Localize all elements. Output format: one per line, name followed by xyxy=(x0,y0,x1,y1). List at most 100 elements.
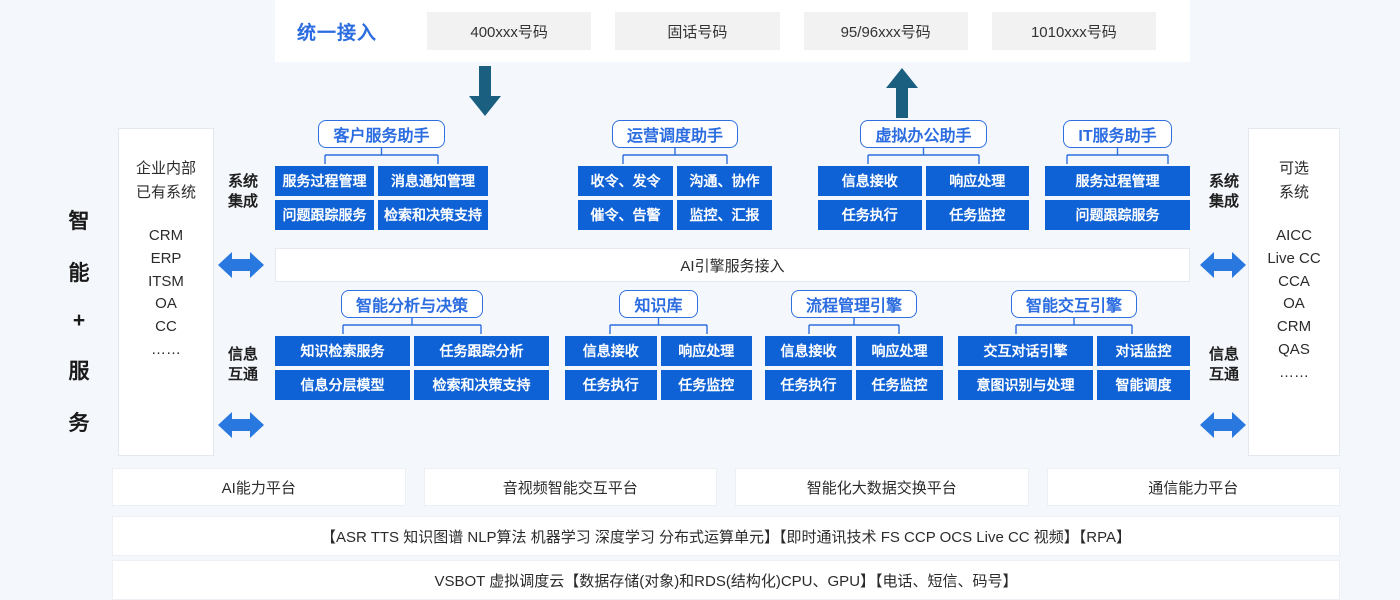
engine-column-0-1: 任务跟踪分析 检索和决策支持 xyxy=(414,336,549,400)
engine-column-3-0: 交互对话引擎 意图识别与处理 xyxy=(958,336,1093,400)
engine-column-3-1: 对话监控 智能调度 xyxy=(1096,336,1190,400)
brace-connector-icon xyxy=(565,318,752,336)
cell[interactable]: 任务跟踪分析 xyxy=(414,336,549,366)
arrow-down-icon xyxy=(467,66,503,118)
list-item: QAS xyxy=(1278,340,1310,358)
cell[interactable]: 知识检索服务 xyxy=(275,336,410,366)
list-item: CC xyxy=(155,318,177,336)
technology-stack-strip: 【ASR TTS 知识图谱 NLP算法 机器学习 深度学习 分布式运算单元】【即… xyxy=(112,516,1340,556)
assistant-title-2[interactable]: 虚拟办公助手 xyxy=(860,120,987,148)
cell[interactable]: 收令、发令 xyxy=(578,166,673,196)
infrastructure-strip: VSBOT 虚拟调度云【数据存储(对象)和RDS(结构化)CPU、GPU】【电话… xyxy=(112,560,1340,600)
cell[interactable]: 任务执行 xyxy=(565,370,657,400)
arrow-bidirectional-icon xyxy=(1200,408,1246,442)
assistant-group-1: 运营调度助手 收令、发令 催令、告警 沟通、协作 监控、汇报 xyxy=(578,120,772,230)
engine-title-3[interactable]: 智能交互引擎 xyxy=(1010,290,1137,318)
left-systems-heading-line2: 已有系统 xyxy=(135,184,196,201)
engine-title-1[interactable]: 知识库 xyxy=(619,290,698,318)
cell[interactable]: 消息通知管理 xyxy=(378,166,488,196)
assistant-column-2-0: 信息接收 任务执行 xyxy=(818,166,922,230)
engine-group-1: 知识库 信息接收 任务执行 响应处理 任务监控 xyxy=(565,290,752,400)
engine-cells-2: 信息接收 任务执行 响应处理 任务监控 xyxy=(765,336,943,400)
engine-column-2-1: 响应处理 任务监控 xyxy=(856,336,943,400)
arrow-bidirectional-icon xyxy=(218,248,264,282)
cell[interactable]: 任务监控 xyxy=(856,370,943,400)
left-systems-heading: 企业内部 已有系统 xyxy=(136,157,196,205)
system-integration-label-right: 系统 集成 xyxy=(1203,172,1245,213)
assistant-title-0[interactable]: 客户服务助手 xyxy=(318,120,445,148)
platform-item[interactable]: 通信能力平台 xyxy=(1046,468,1340,506)
right-systems-heading: 可选 系统 xyxy=(1279,157,1309,205)
vertical-title-char-2: + xyxy=(72,309,86,332)
cell[interactable]: 信息接收 xyxy=(818,166,922,196)
right-systems-heading-line2: 系统 xyxy=(1278,184,1309,201)
cell[interactable]: 响应处理 xyxy=(856,336,943,366)
sysint-left-line2: 集成 xyxy=(227,193,258,211)
cell[interactable]: 响应处理 xyxy=(925,166,1029,196)
arrow-bidirectional-icon xyxy=(218,408,264,442)
cell[interactable]: 信息接收 xyxy=(565,336,657,366)
assistant-column-0-1: 消息通知管理 检索和决策支持 xyxy=(378,166,488,230)
assistant-column-3-0: 服务过程管理 问题跟踪服务 xyxy=(1045,166,1190,230)
unified-access-label: 统一接入 xyxy=(297,22,378,44)
left-systems-heading-line1: 企业内部 xyxy=(135,160,196,177)
cell[interactable]: 服务过程管理 xyxy=(1045,166,1190,196)
assistant-cells-1: 收令、发令 催令、告警 沟通、协作 监控、汇报 xyxy=(578,166,772,230)
cell[interactable]: 信息分层模型 xyxy=(275,370,410,400)
cell[interactable]: 检索和决策支持 xyxy=(414,370,549,400)
brace-connector-icon xyxy=(275,318,549,336)
cell[interactable]: 检索和决策支持 xyxy=(378,200,488,230)
channel-chip-2[interactable]: 95/96xxx号码 xyxy=(803,12,968,50)
cell[interactable]: 沟通、协作 xyxy=(677,166,772,196)
assistant-group-0: 客户服务助手 服务过程管理 问题跟踪服务 消息通知管理 检索和决策支持 xyxy=(275,120,488,230)
platform-item[interactable]: 智能化大数据交换平台 xyxy=(735,468,1029,506)
channel-chip-0[interactable]: 400xxx号码 xyxy=(427,12,592,50)
list-item: AICC xyxy=(1276,227,1312,244)
cell[interactable]: 任务监控 xyxy=(660,370,752,400)
right-systems-list: AICC Live CC CCA OA CRM QAS …… xyxy=(1267,225,1320,385)
infoex-left-line1: 信息 xyxy=(227,346,258,363)
list-item: …… xyxy=(1278,363,1309,381)
cell[interactable]: 监控、汇报 xyxy=(677,200,772,230)
ai-engine-service-bar[interactable]: AI引擎服务接入 xyxy=(275,248,1190,282)
engine-title-0[interactable]: 智能分析与决策 xyxy=(340,290,483,318)
sysint-left-line1: 系统 xyxy=(227,173,258,190)
cell[interactable]: 问题跟踪服务 xyxy=(275,200,374,230)
engine-column-0-0: 知识检索服务 信息分层模型 xyxy=(275,336,410,400)
page-title: 智 能 + 服 务 xyxy=(62,205,96,437)
engine-group-3: 智能交互引擎 交互对话引擎 意图识别与处理 对话监控 智能调度 xyxy=(958,290,1190,400)
info-exchange-label-left: 信息 互通 xyxy=(222,345,264,386)
channel-chip-3[interactable]: 1010xxx号码 xyxy=(991,12,1156,50)
assistant-title-3[interactable]: IT服务助手 xyxy=(1063,120,1172,148)
engine-column-2-0: 信息接收 任务执行 xyxy=(765,336,852,400)
brace-connector-icon xyxy=(765,318,943,336)
list-item: CCA xyxy=(1278,272,1310,290)
cell[interactable]: 智能调度 xyxy=(1096,370,1190,400)
cell[interactable]: 交互对话引擎 xyxy=(958,336,1093,366)
list-item: ERP xyxy=(150,249,182,267)
engine-group-2: 流程管理引擎 信息接收 任务执行 响应处理 任务监控 xyxy=(765,290,943,400)
cell[interactable]: 任务监控 xyxy=(925,200,1029,230)
channel-chip-1[interactable]: 固话号码 xyxy=(615,12,780,50)
left-systems-list: CRM ERP ITSM OA CC …… xyxy=(148,225,184,362)
engine-title-2[interactable]: 流程管理引擎 xyxy=(790,290,917,318)
assistant-title-1[interactable]: 运营调度助手 xyxy=(611,120,738,148)
cell[interactable]: 信息接收 xyxy=(765,336,852,366)
assistant-group-2: 虚拟办公助手 信息接收 任务执行 响应处理 任务监控 xyxy=(818,120,1029,230)
cell[interactable]: 对话监控 xyxy=(1096,336,1190,366)
platform-row: AI能力平台 音视频智能交互平台 智能化大数据交换平台 通信能力平台 xyxy=(112,468,1340,506)
cell[interactable]: 意图识别与处理 xyxy=(958,370,1093,400)
cell[interactable]: 服务过程管理 xyxy=(275,166,374,196)
infoex-right-line2: 互通 xyxy=(1208,366,1239,384)
brace-connector-icon xyxy=(818,148,1029,166)
cell[interactable]: 任务执行 xyxy=(765,370,852,400)
platform-item[interactable]: AI能力平台 xyxy=(112,468,406,506)
engine-cells-1: 信息接收 任务执行 响应处理 任务监控 xyxy=(565,336,752,400)
brace-connector-icon xyxy=(958,318,1190,336)
cell[interactable]: 催令、告警 xyxy=(578,200,673,230)
cell[interactable]: 响应处理 xyxy=(660,336,752,366)
assistant-column-2-1: 响应处理 任务监控 xyxy=(925,166,1029,230)
cell[interactable]: 任务执行 xyxy=(818,200,922,230)
cell[interactable]: 问题跟踪服务 xyxy=(1045,200,1190,230)
platform-item[interactable]: 音视频智能交互平台 xyxy=(423,468,717,506)
